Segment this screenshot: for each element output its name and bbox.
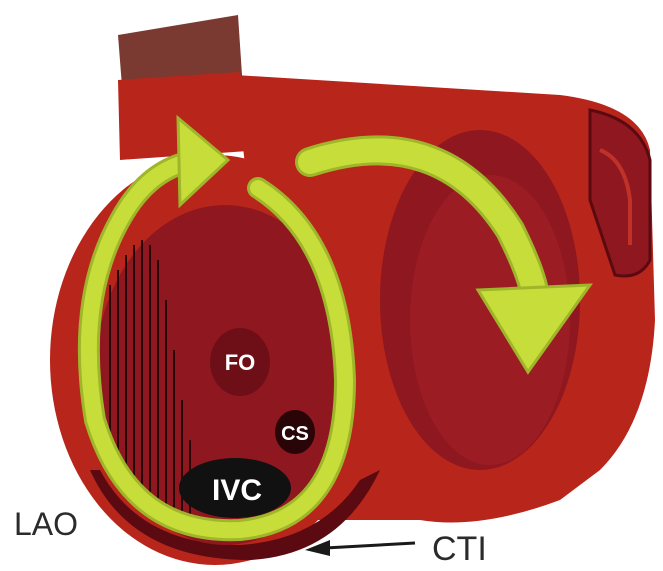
cs-label: CS: [281, 423, 309, 445]
ivc-label: IVC: [212, 474, 262, 507]
cti-pointer-line: [325, 543, 415, 548]
lao-label: LAO: [14, 506, 78, 542]
fo-label: FO: [225, 350, 256, 375]
cti-label: CTI: [432, 530, 487, 568]
